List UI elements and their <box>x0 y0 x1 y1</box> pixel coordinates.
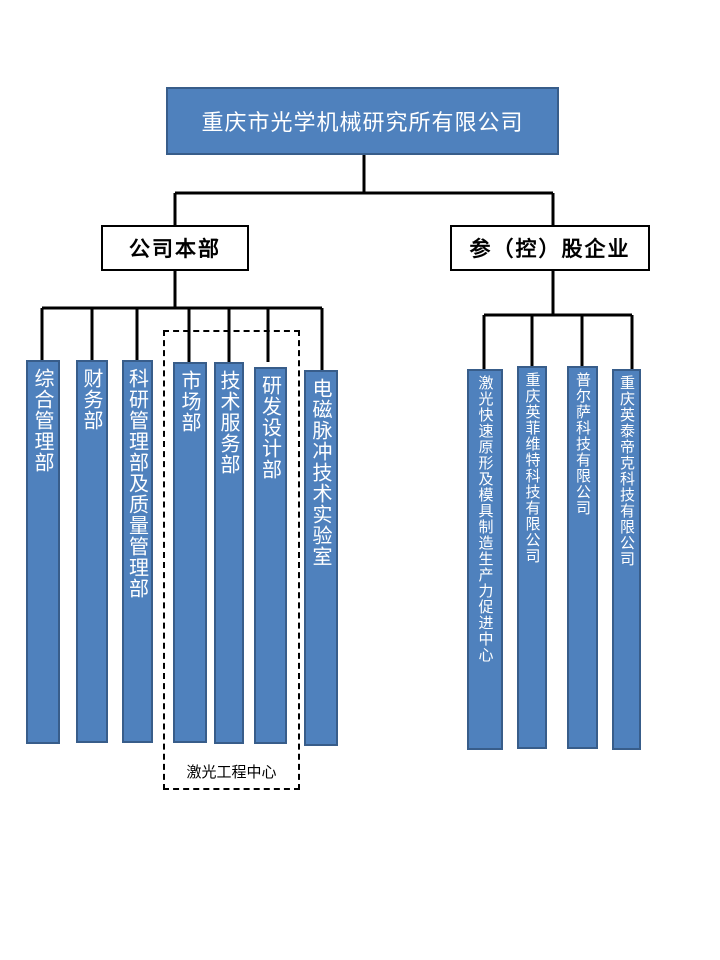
affiliate-label: 重庆英菲维特科技有限公司 <box>523 372 542 564</box>
dept-emp-lab: 电磁脉冲技术实验室 <box>304 370 338 746</box>
dept-general-management: 综合管理部 <box>26 360 60 744</box>
root-company-box: 重庆市光学机械研究所有限公司 <box>166 87 559 155</box>
dept-finance: 财务部 <box>76 360 108 743</box>
dept-rd-design: 研发设计部 <box>254 367 287 744</box>
dept-marketing: 市场部 <box>173 362 207 743</box>
dept-label: 技术服务部 <box>217 370 241 475</box>
group-hq-box: 公司本部 <box>101 225 249 271</box>
group-hq-label: 公司本部 <box>129 237 221 261</box>
root-company-label: 重庆市光学机械研究所有限公司 <box>201 111 524 136</box>
affiliate-pulsar: 普尔萨科技有限公司 <box>567 366 598 749</box>
dept-research-quality: 科研管理部及质量管理部 <box>122 360 153 743</box>
dept-label: 电磁脉冲技术实验室 <box>309 378 333 567</box>
dept-label: 财务部 <box>80 368 104 431</box>
dept-label: 科研管理部及质量管理部 <box>125 368 150 599</box>
affiliate-label: 重庆英泰帝克科技有限公司 <box>618 375 636 567</box>
laser-center-label: 激光工程中心 <box>186 763 277 781</box>
group-affiliates-label: 参（控）股企业 <box>469 237 631 261</box>
dept-technical-service: 技术服务部 <box>214 362 244 744</box>
laser-center-frame <box>163 330 300 790</box>
dept-label: 研发设计部 <box>258 375 283 480</box>
dept-label: 综合管理部 <box>31 368 55 473</box>
affiliate-label: 激光快速原形及模具制造生产力促进中心 <box>476 375 495 663</box>
affiliate-label: 普尔萨科技有限公司 <box>574 372 592 516</box>
affiliate-laser-prototype-center: 激光快速原形及模具制造生产力促进中心 <box>467 369 503 750</box>
affiliate-infivit: 重庆英菲维特科技有限公司 <box>517 366 547 749</box>
group-affiliates-box: 参（控）股企业 <box>450 225 650 271</box>
affiliate-intidek: 重庆英泰帝克科技有限公司 <box>612 369 641 750</box>
dept-label: 市场部 <box>178 370 202 433</box>
